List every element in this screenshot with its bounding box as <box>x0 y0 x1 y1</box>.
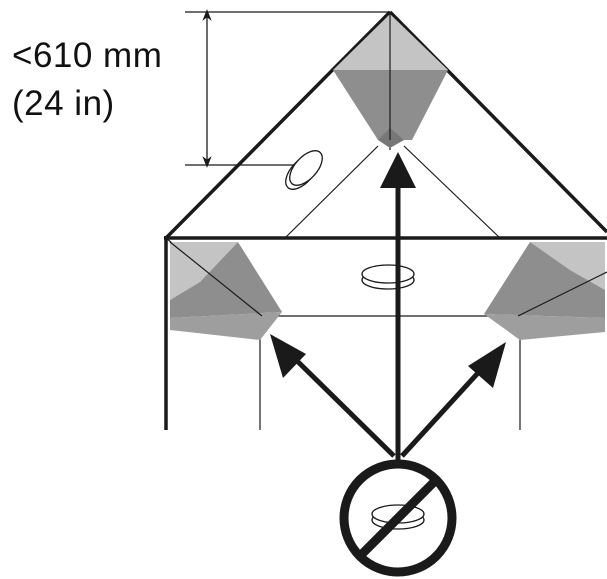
dimension-imperial-label: (24 in) <box>12 84 115 123</box>
sensor-disk-wall <box>361 264 415 290</box>
arrow-up-right-icon <box>400 342 506 458</box>
ceiling-edge-right <box>388 10 607 234</box>
sensor-disk-ceiling-left <box>285 150 323 190</box>
arrows <box>270 152 506 460</box>
ceiling-edge-left <box>164 10 392 240</box>
dimension-metric-label: <610 mm <box>12 36 163 75</box>
prohibited-icon <box>339 459 457 577</box>
detector-left <box>169 241 282 340</box>
ceiling-fold-left <box>284 145 379 239</box>
detector-top <box>333 14 448 148</box>
arrow-up-left-icon <box>270 334 396 458</box>
detector-right <box>484 242 607 340</box>
arrow-up-icon <box>380 152 416 460</box>
ceiling-fold-right <box>403 145 501 239</box>
dimension-indicator <box>185 9 390 168</box>
